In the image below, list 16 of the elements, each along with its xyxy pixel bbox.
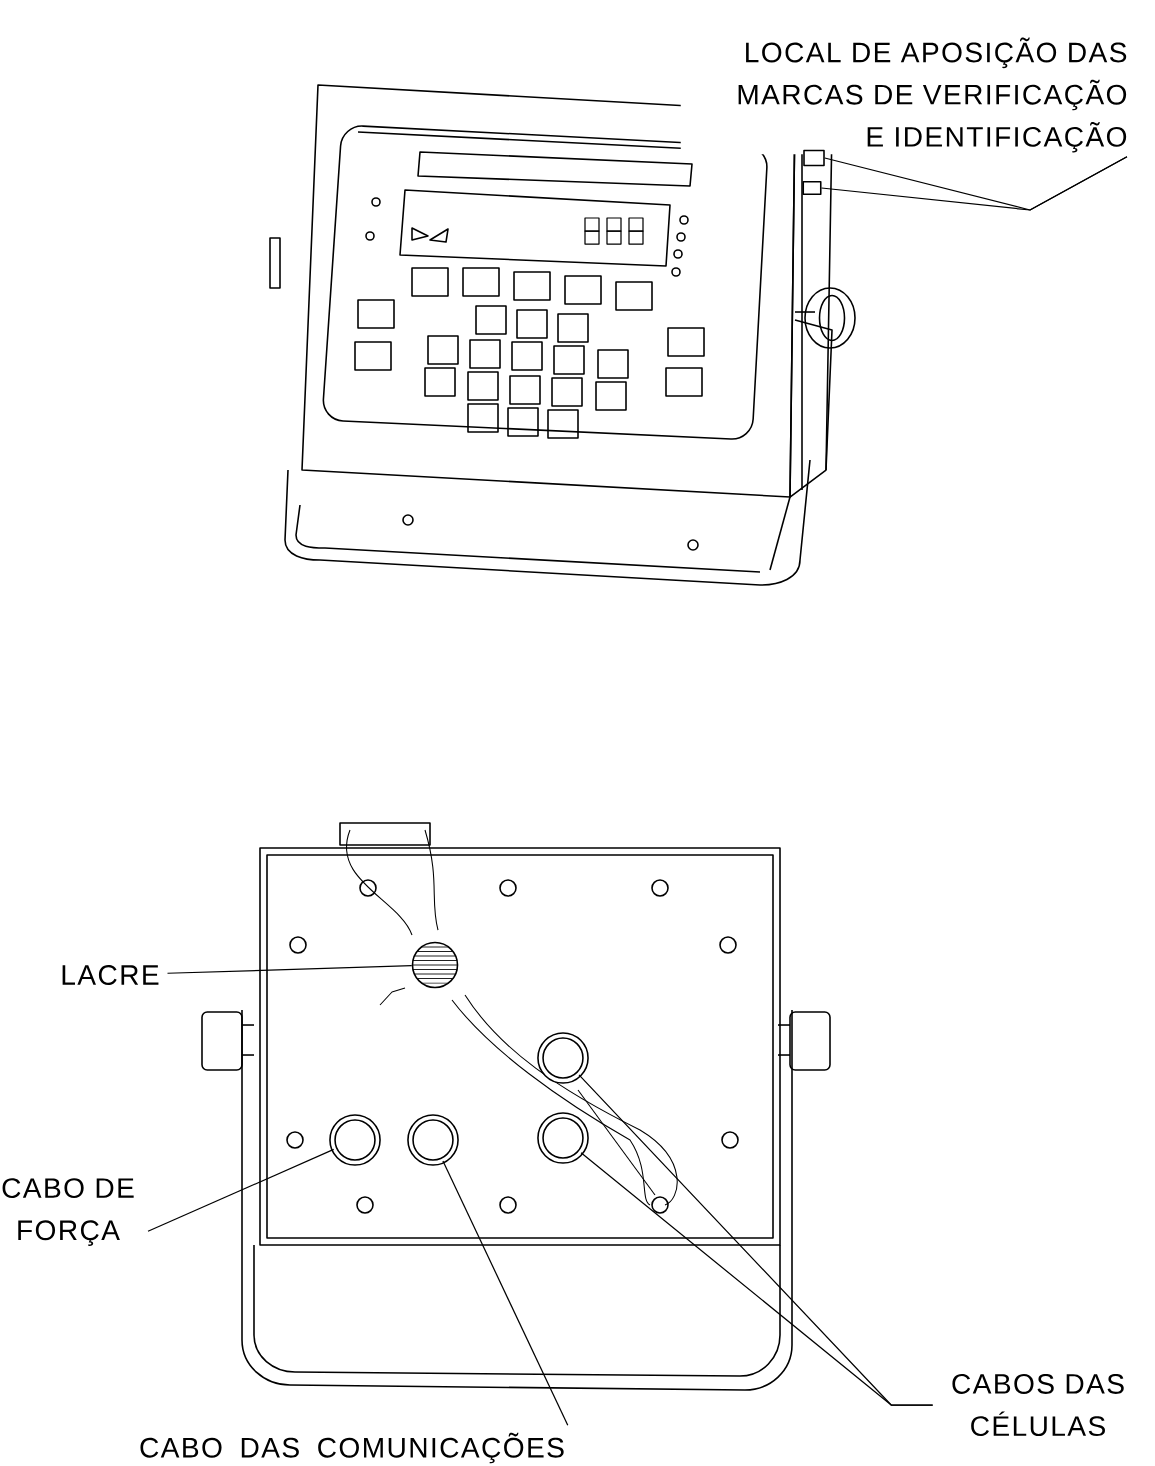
seal (411, 941, 459, 989)
cable-gland (407, 1114, 459, 1166)
callout-label: CABOS DAS CÉLULAS (952, 1374, 1124, 1437)
callout-label: LOCAL DE APOSIÇÃO DAS MARCAS DE VERIFICAÇÃO E IDENTIFICAÇÃO (680, 35, 1130, 155)
cable-gland (537, 1112, 589, 1164)
callout-label: CABO DAS COMUNICAÇÕES (140, 1432, 564, 1464)
cable-gland (537, 1032, 589, 1084)
mark-slot (802, 180, 822, 196)
leader-line (442, 1160, 569, 1426)
callout-label: LACRE (62, 965, 159, 985)
leader-line (166, 965, 413, 974)
leader-line (580, 1152, 934, 1406)
cable-gland (329, 1114, 381, 1166)
leader-line (147, 1148, 335, 1232)
callout-label: CABO DE FORÇA (2, 1178, 134, 1246)
mark-slot (803, 149, 825, 167)
